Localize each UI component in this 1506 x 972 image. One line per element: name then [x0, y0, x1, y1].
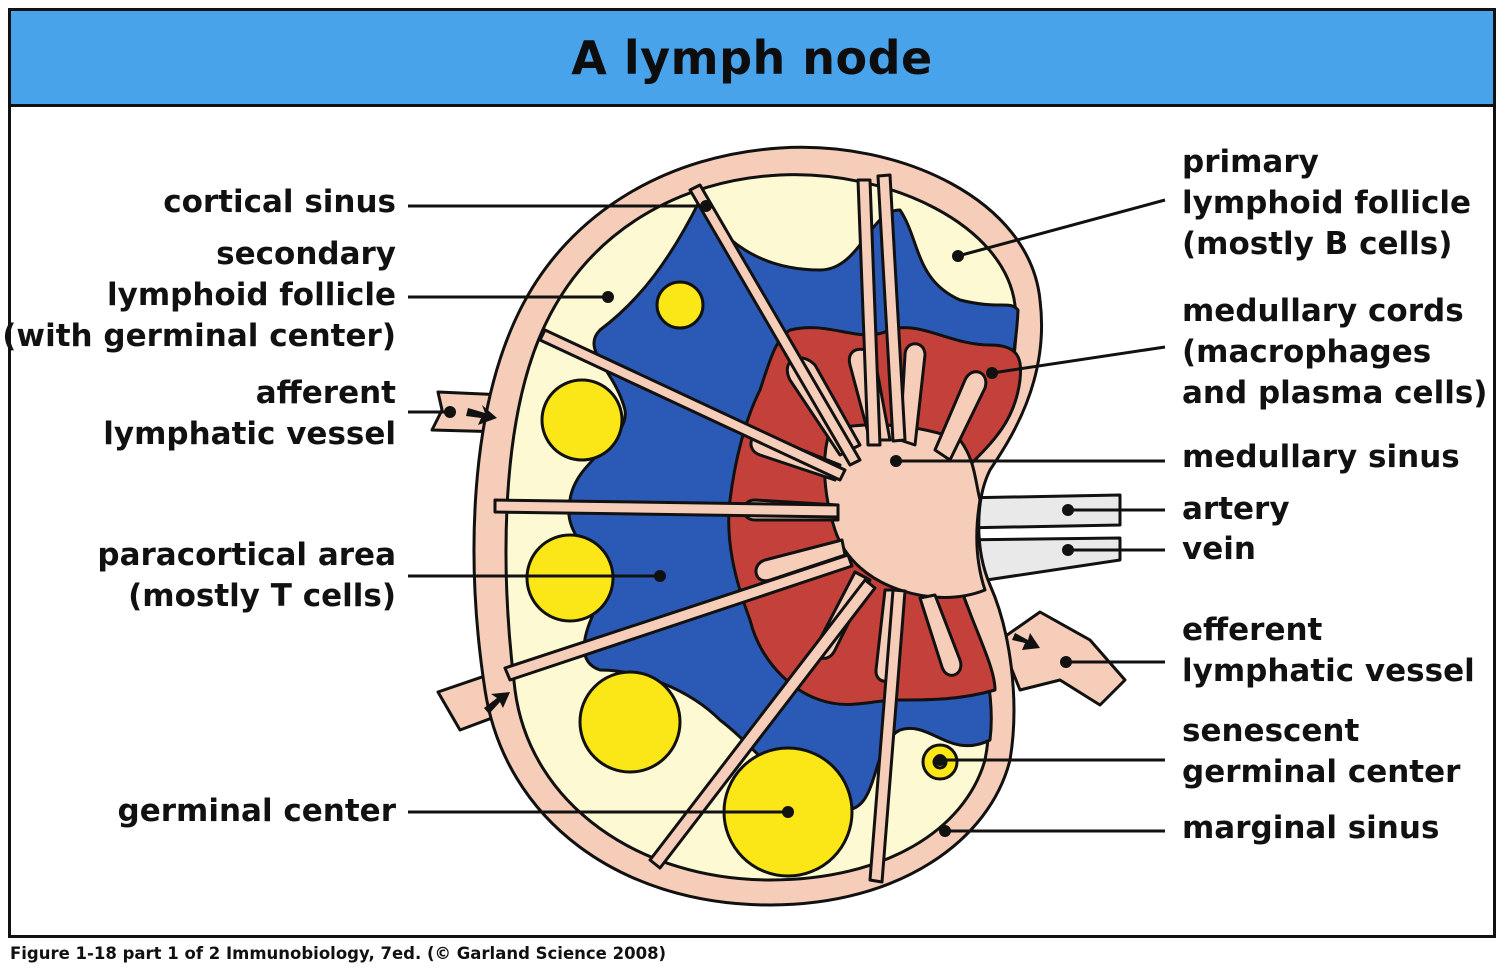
label-vein: vein	[1182, 531, 1256, 567]
label-paracortical-area: paracortical area (mostly T cells)	[97, 537, 396, 614]
label-efferent-vessel: efferent lymphatic vessel	[1182, 612, 1475, 689]
afferent-arrow-bottom	[484, 692, 510, 714]
germinal-center-1	[540, 378, 624, 462]
label-germinal-center: germinal center	[117, 793, 396, 829]
label-cortical-sinus: cortical sinus	[163, 184, 396, 220]
label-primary-follicle: primary lymphoid follicle (mostly B cell…	[1182, 144, 1471, 262]
afferent-arrow-top	[466, 405, 497, 425]
figure-caption: Figure 1-18 part 1 of 2 Immunobiology, 7…	[10, 944, 667, 963]
label-secondary-follicle: secondary lymphoid follicle (with germin…	[2, 236, 396, 354]
title-bar: A lymph node	[11, 11, 1493, 107]
efferent-arrow	[1012, 633, 1040, 650]
label-marginal-sinus: marginal sinus	[1182, 810, 1440, 846]
figure-title: A lymph node	[571, 30, 933, 85]
label-artery: artery	[1182, 491, 1290, 527]
label-medullary-cords: medullary cords (macrophages and plasma …	[1182, 293, 1488, 411]
label-afferent-vessel: afferent lymphatic vessel	[103, 375, 396, 452]
label-senescent-center: senescent germinal center	[1182, 713, 1461, 790]
germinal-center-small	[655, 280, 705, 330]
label-medullary-sinus: medullary sinus	[1182, 439, 1460, 475]
germinal-center-2	[525, 533, 615, 623]
germinal-center-3	[578, 670, 682, 774]
